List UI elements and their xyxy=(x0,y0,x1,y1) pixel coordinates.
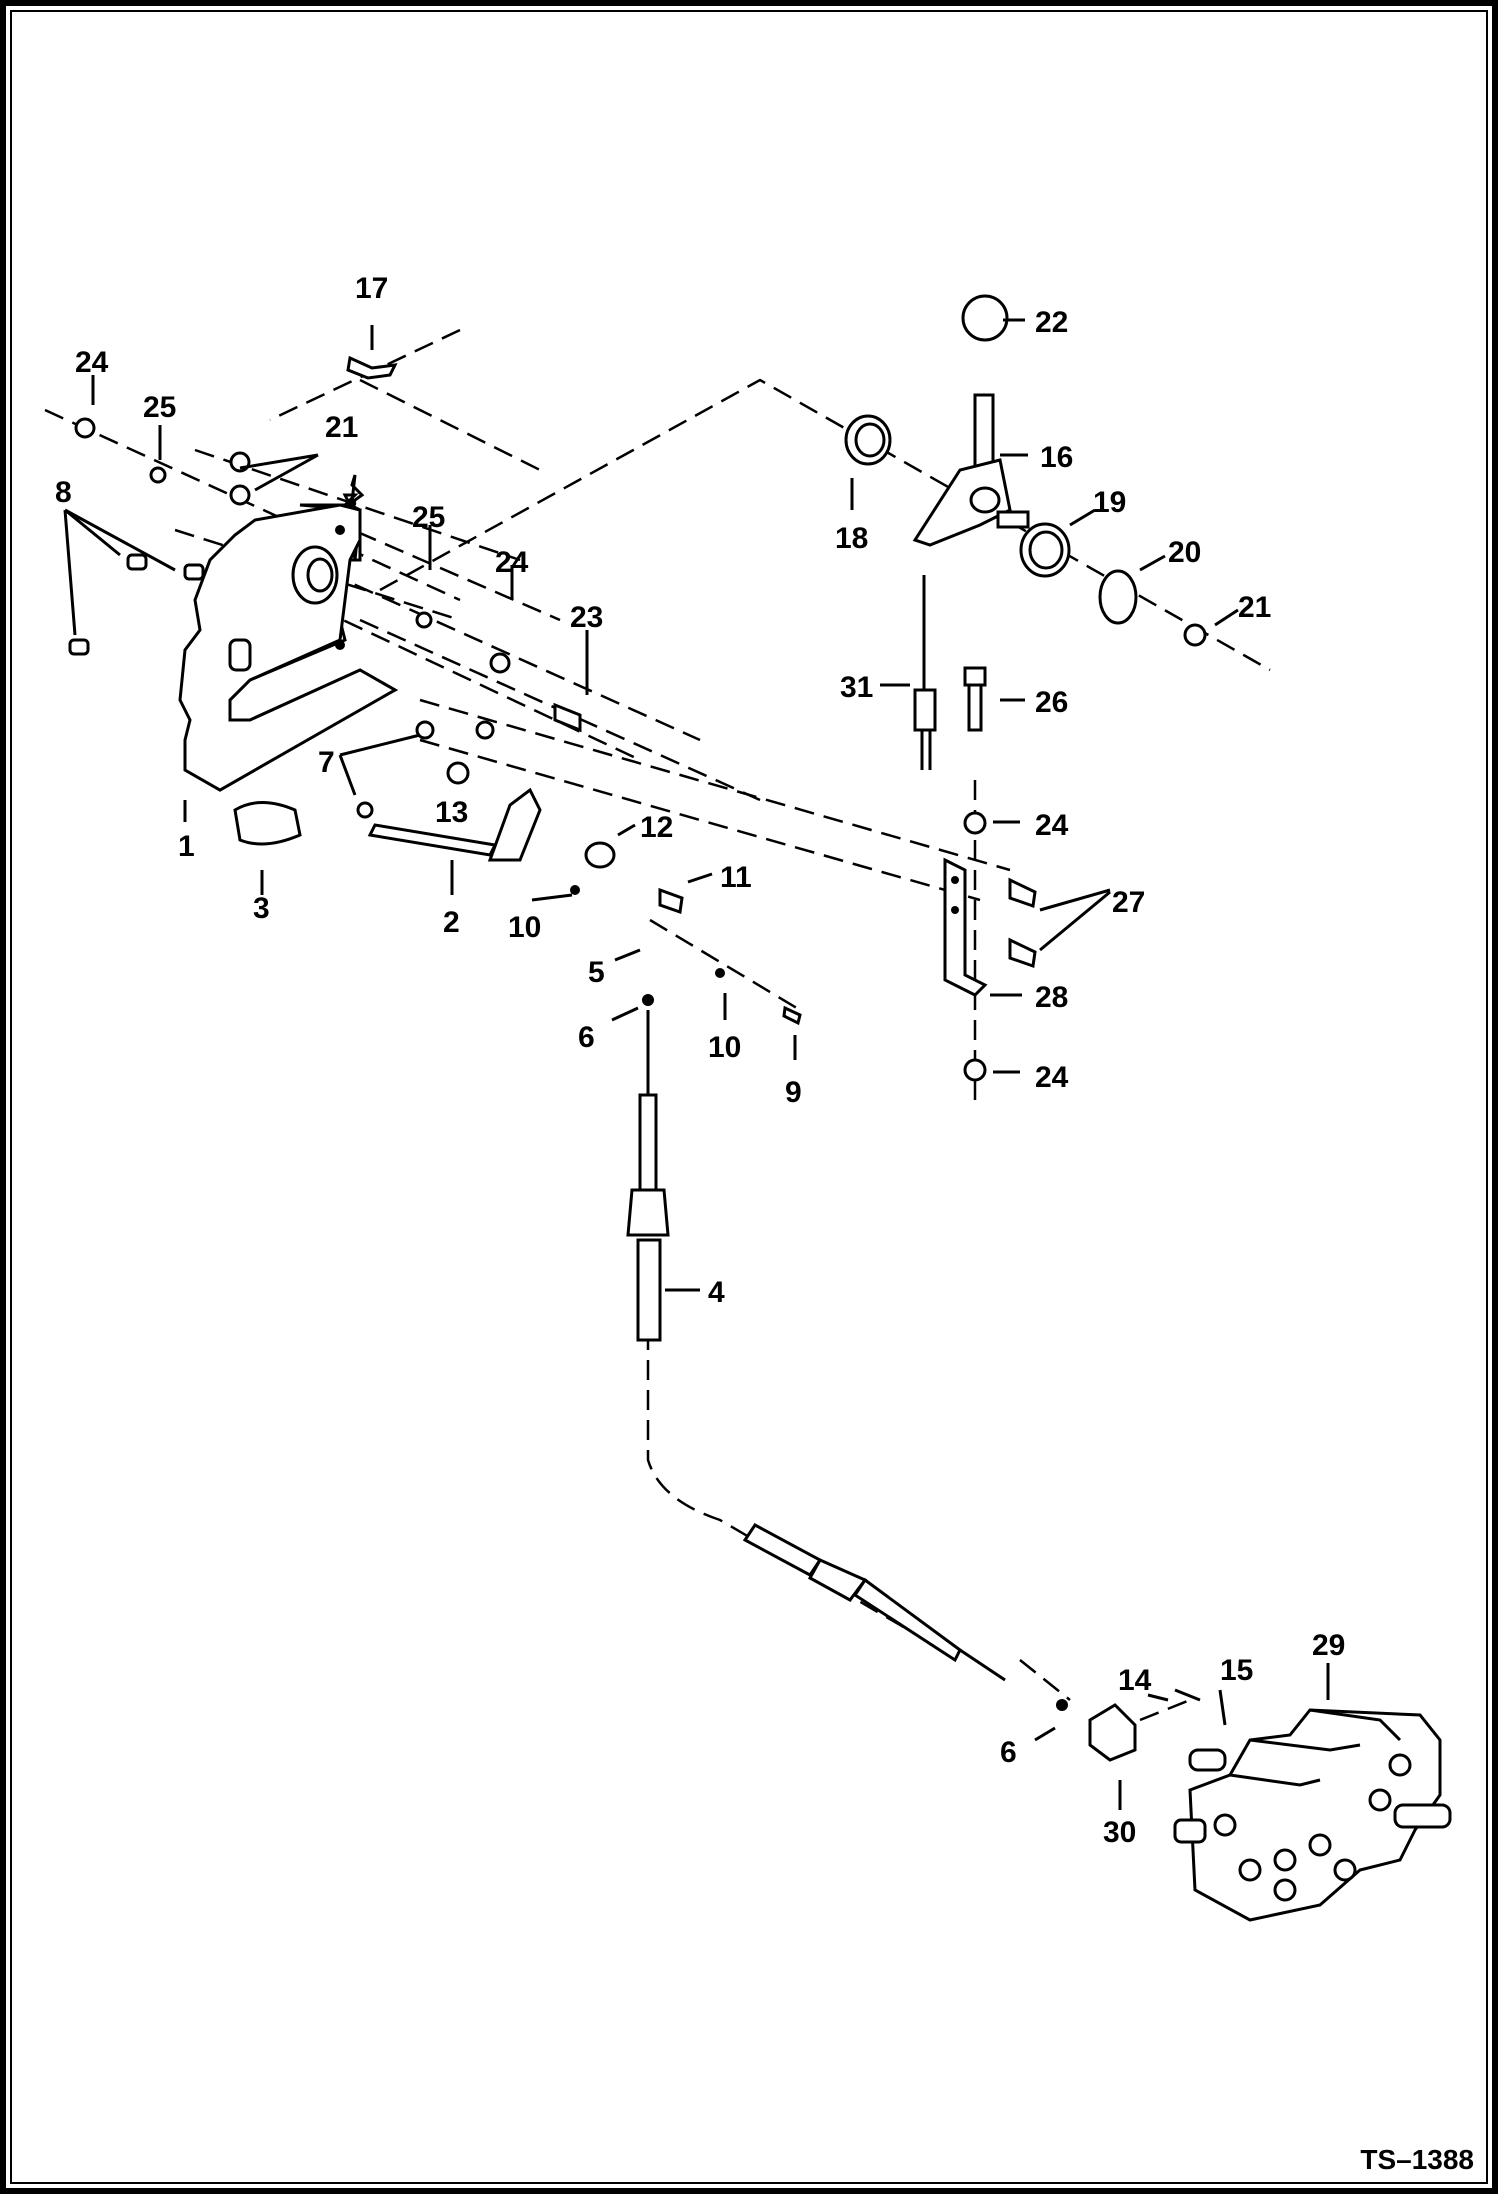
callout-27: 27 xyxy=(1112,886,1145,919)
callout-23: 23 xyxy=(570,601,603,634)
callout-21a: 21 xyxy=(325,411,358,444)
leader-lines xyxy=(63,318,1330,1810)
callout-7: 7 xyxy=(318,746,335,779)
callout-24d: 24 xyxy=(1035,1061,1069,1094)
bracket xyxy=(943,857,988,997)
callout-labels: 1 2 3 4 5 6 6 7 8 9 10 10 11 12 13 14 15… xyxy=(55,272,1345,1849)
control-valve xyxy=(1173,1708,1452,1922)
callout-25a: 25 xyxy=(143,391,176,424)
callout-19: 19 xyxy=(1093,486,1126,519)
callout-17: 17 xyxy=(355,272,388,305)
callout-10a: 10 xyxy=(508,911,541,944)
control-lever xyxy=(233,787,542,862)
callout-31: 31 xyxy=(840,671,873,704)
hardware xyxy=(68,355,1207,1711)
callout-22: 22 xyxy=(1035,306,1068,339)
callout-3: 3 xyxy=(253,892,270,925)
callout-6b: 6 xyxy=(1000,1736,1017,1769)
callout-29: 29 xyxy=(1312,1629,1345,1662)
callout-24b: 24 xyxy=(495,546,529,579)
callout-14: 14 xyxy=(1118,1664,1152,1697)
callout-25b: 25 xyxy=(412,501,445,534)
callout-24a: 24 xyxy=(75,346,109,379)
fitting-and-bolt xyxy=(913,575,987,770)
callout-20: 20 xyxy=(1168,536,1201,569)
callout-26: 26 xyxy=(1035,686,1068,719)
assembly-lines xyxy=(44,328,1271,1722)
shift-assembly xyxy=(844,294,1138,625)
figure-reference: TS–1388 xyxy=(1360,2144,1474,2175)
callout-16: 16 xyxy=(1040,441,1073,474)
callout-21b: 21 xyxy=(1238,591,1271,624)
callout-10b: 10 xyxy=(708,1031,741,1064)
callout-11: 11 xyxy=(720,861,752,894)
callout-9: 9 xyxy=(785,1076,802,1109)
callout-15: 15 xyxy=(1220,1654,1253,1687)
callout-12: 12 xyxy=(640,811,673,844)
callout-1: 1 xyxy=(178,830,195,863)
callout-13: 13 xyxy=(435,796,468,829)
control-cable xyxy=(626,1010,1006,1682)
mounting-plate xyxy=(178,474,399,792)
callout-8: 8 xyxy=(55,476,72,509)
callout-30: 30 xyxy=(1103,1816,1136,1849)
callout-18: 18 xyxy=(835,522,868,555)
callout-5: 5 xyxy=(588,956,605,989)
callout-4: 4 xyxy=(708,1276,725,1309)
callout-24c: 24 xyxy=(1035,809,1069,842)
clevis xyxy=(1088,1688,1201,1762)
callout-2: 2 xyxy=(443,906,460,939)
callout-28: 28 xyxy=(1035,981,1068,1014)
callout-6a: 6 xyxy=(578,1021,595,1054)
